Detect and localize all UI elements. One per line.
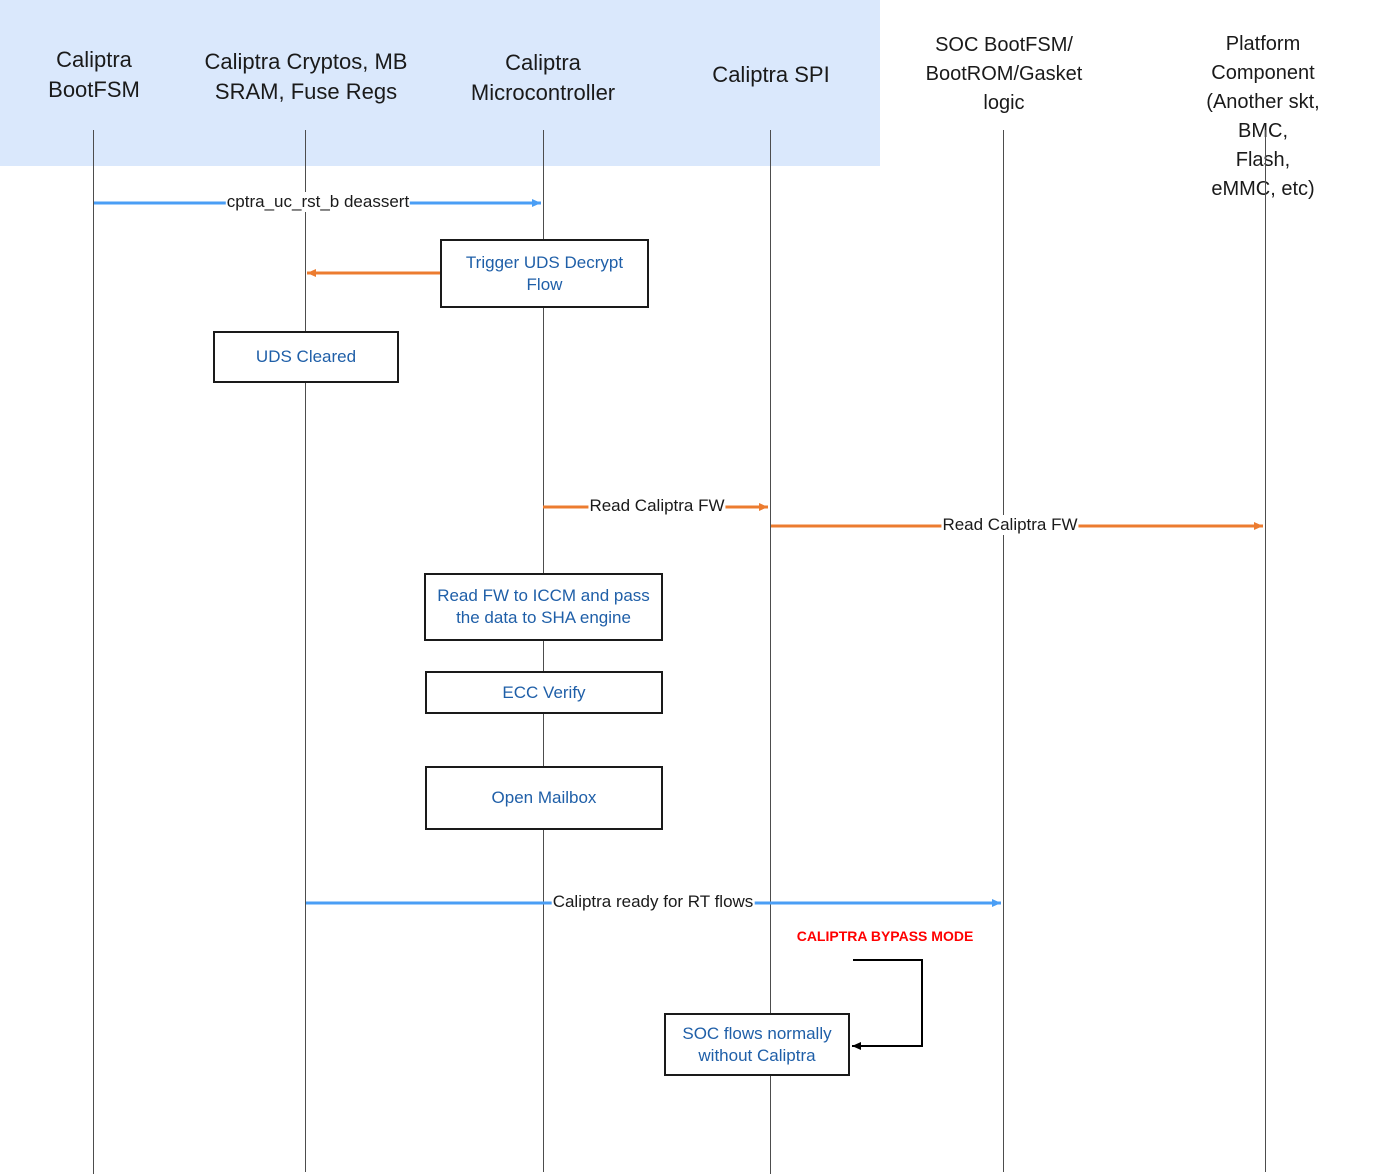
message-label-ready-rt: Caliptra ready for RT flows <box>551 892 755 912</box>
arrow-bypass <box>852 959 923 1050</box>
lifeline-soc-bootfsm <box>1003 130 1004 1172</box>
lifeline-caliptra-bootfsm <box>93 130 94 1174</box>
participant-caliptra-cryptos: Caliptra Cryptos, MB SRAM, Fuse Regs <box>204 49 408 104</box>
lifeline-caliptra-microcontroller <box>543 130 544 1172</box>
bypass-mode-label: CALIPTRA BYPASS MODE <box>796 928 974 944</box>
participant-caliptra-microcontroller: Caliptra Microcontroller <box>470 50 616 105</box>
box-ecc-verify: ECC Verify <box>425 671 663 714</box>
participant-caliptra-spi: Caliptra SPI <box>712 62 830 87</box>
message-label-read-fw-spi: Read Caliptra FW <box>588 496 726 516</box>
box-soc-flows-normally: SOC flows normally without Caliptra <box>664 1013 850 1076</box>
lifeline-caliptra-cryptos <box>305 130 306 1172</box>
participant-caliptra-bootfsm: Caliptra BootFSM <box>48 47 140 102</box>
caliptra-group-band <box>0 0 880 166</box>
participant-soc-bootfsm: SOC BootFSM/ BootROM/Gasket logic <box>925 34 1083 114</box>
box-uds-cleared: UDS Cleared <box>213 331 399 383</box>
box-trigger-uds-decrypt: Trigger UDS Decrypt Flow <box>440 239 649 308</box>
message-label-cptra-uc-rst: cptra_uc_rst_b deassert <box>225 192 411 212</box>
lifeline-caliptra-spi <box>770 130 771 1174</box>
lifeline-platform-component <box>1265 130 1266 1172</box>
box-open-mailbox: Open Mailbox <box>425 766 663 830</box>
participant-platform-component: Platform Component (Another skt, BMC, Fl… <box>1206 33 1320 200</box>
message-label-read-fw-platform: Read Caliptra FW <box>941 515 1079 535</box>
box-read-fw-iccm: Read FW to ICCM and pass the data to SHA… <box>424 573 663 641</box>
